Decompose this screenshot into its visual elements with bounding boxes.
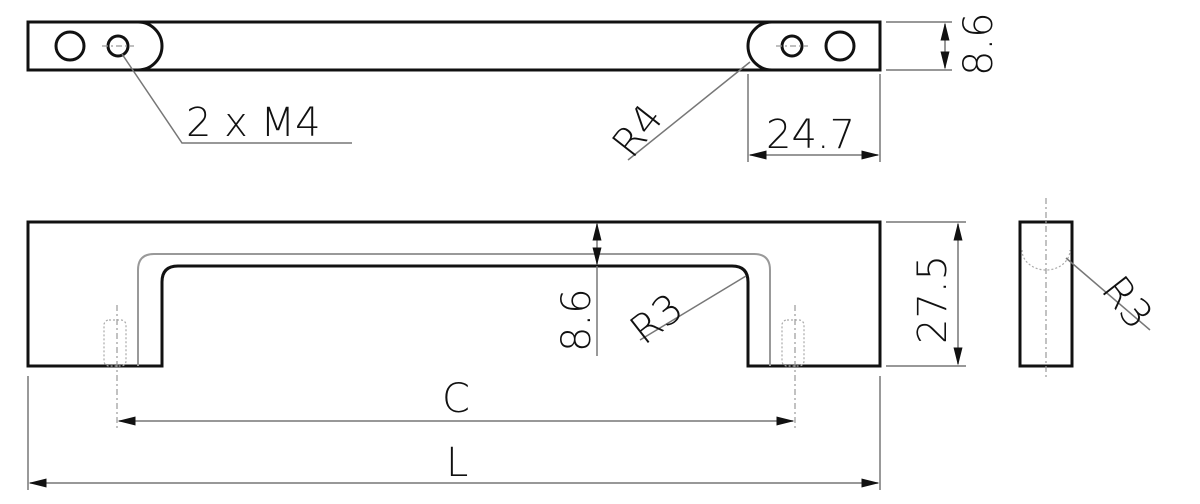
front-view-outline xyxy=(26,220,882,368)
top-view-outline xyxy=(26,20,882,72)
thread-left xyxy=(103,319,127,367)
r3-leader xyxy=(639,275,747,341)
thread-right xyxy=(781,319,805,367)
thread-leader xyxy=(121,53,352,144)
hole-right-outer xyxy=(824,30,856,62)
side-r3-label: R3 xyxy=(1092,268,1161,338)
top-view: 2 x M4 R4 24.7 8.6 xyxy=(26,12,1002,166)
r3-label: R3 xyxy=(622,285,692,354)
length-label: L xyxy=(446,440,468,486)
front-thickness-label: 8.6 xyxy=(554,288,600,352)
slot-left xyxy=(118,20,164,72)
inner-edge-line xyxy=(137,253,771,366)
side-r3-leader xyxy=(1065,257,1151,331)
r4-leader xyxy=(627,61,751,161)
offset-label: 24.7 xyxy=(766,112,855,158)
top-thickness-label: 8.6 xyxy=(956,12,1002,76)
thread-label: 2 x M4 xyxy=(186,100,321,146)
slot-right xyxy=(746,20,792,72)
r4-label: R4 xyxy=(604,96,673,166)
hole-left-outer xyxy=(54,30,86,62)
center-distance-label: C xyxy=(442,376,470,422)
side-view: R3 xyxy=(1018,198,1161,380)
side-radius-arc xyxy=(1021,249,1071,271)
front-view: 8.6 R3 27.5 C L xyxy=(26,220,966,490)
height-label: 27.5 xyxy=(910,255,956,344)
